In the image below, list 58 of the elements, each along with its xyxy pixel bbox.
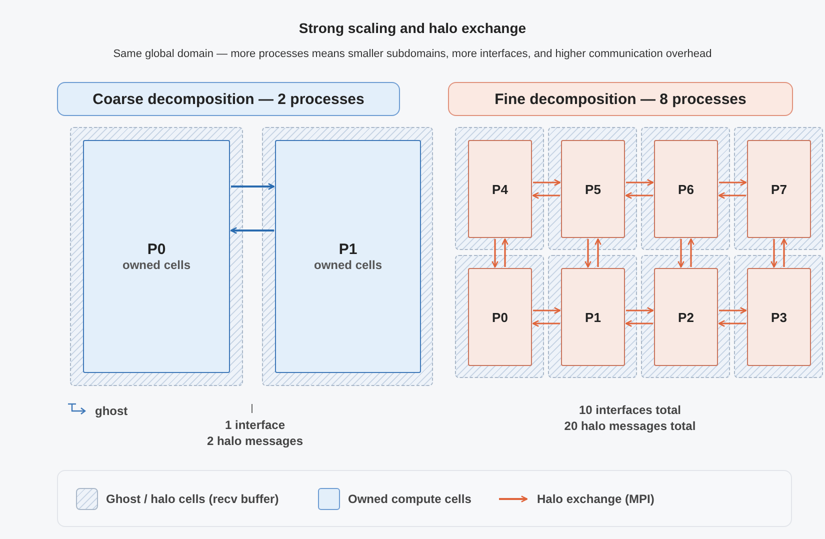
arrow — [678, 239, 684, 268]
process-label: P0 — [492, 310, 508, 324]
process-label: P5 — [585, 182, 601, 196]
arrow — [625, 320, 653, 327]
process-label: P7 — [771, 182, 787, 196]
process-box — [747, 140, 811, 238]
arrow — [532, 320, 560, 327]
process-box — [561, 140, 625, 238]
cell-caption: owned cells — [314, 258, 382, 272]
process-box — [468, 268, 532, 366]
legend-text: Halo exchange (MPI) — [537, 492, 654, 506]
process-label: P6 — [678, 182, 694, 196]
interface-count: 1 interface — [224, 418, 286, 432]
arrow — [492, 239, 498, 268]
arrow — [594, 238, 602, 267]
message-count: 2 halo messages — [206, 434, 304, 448]
arrow — [719, 307, 747, 314]
diagram-title: Strong scaling and halo exchange — [298, 20, 528, 36]
arrow — [502, 238, 508, 267]
process-label: P3 — [771, 310, 787, 324]
arrow — [718, 192, 746, 199]
arrow — [533, 179, 561, 186]
process-box — [654, 268, 718, 366]
process-box — [654, 140, 718, 238]
process-label: P0 — [147, 241, 166, 258]
section-header — [448, 82, 793, 116]
legend-text: Owned compute cells — [348, 492, 472, 506]
cell-caption: owned cells — [122, 258, 191, 272]
process-label: P2 — [678, 310, 694, 324]
arrow — [770, 239, 778, 268]
arrow — [688, 238, 694, 267]
arrow — [718, 320, 746, 327]
process-box — [747, 268, 811, 366]
process-box — [561, 268, 625, 366]
process-label: P1 — [585, 310, 601, 324]
arrow — [231, 183, 275, 190]
process-label: P4 — [492, 182, 508, 196]
arrow — [780, 238, 788, 267]
process-box — [83, 140, 230, 373]
arrow — [533, 307, 561, 314]
process-label: Coarse decomposition — 2 processes — [92, 90, 364, 108]
arrow — [626, 307, 654, 314]
process-box — [275, 140, 421, 373]
arrow — [532, 192, 560, 199]
arrow — [584, 239, 592, 268]
subtitle: Same global domain — more processes means smaller subdomains, more interfaces, and higher communication overhead — [112, 48, 713, 60]
process-label: P1 — [338, 241, 358, 258]
arrow — [626, 179, 654, 186]
process-box — [468, 140, 532, 238]
message-count: 20 halo messages total — [563, 419, 697, 433]
ghost-label: ghost — [95, 404, 129, 418]
section-header — [57, 82, 400, 116]
interface-count: 10 interfaces total — [578, 403, 682, 417]
arrow — [719, 179, 747, 186]
legend-text: Ghost / halo cells (recv buffer) — [106, 492, 279, 506]
process-label: Fine decomposition — 8 processes — [494, 90, 746, 108]
arrow — [625, 192, 653, 199]
arrow — [230, 227, 274, 234]
